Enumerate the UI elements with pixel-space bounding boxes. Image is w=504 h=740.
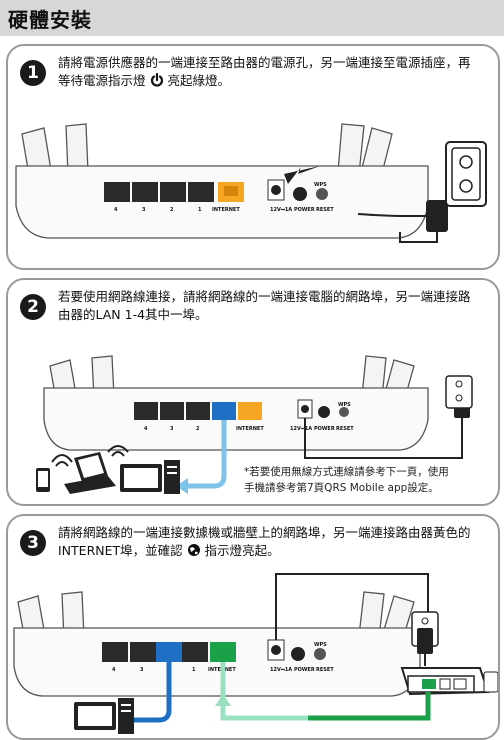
power-adapter [426,200,448,232]
step-1-card: 1 請將電源供應器的一端連接至路由器的電源孔，另一端連接至電源插座，再等待電源指… [6,44,500,270]
svg-text:4: 4 [112,667,116,673]
svg-text:2: 2 [196,426,200,432]
svg-text:3: 3 [170,426,174,432]
step-2-note-line1: *若要使用無線方式連線請參考下一頁，使用 [244,466,449,478]
svg-text:POWER: POWER [314,426,335,432]
page-title: 硬體安裝 [8,8,92,32]
step-1-text-b: 亮起綠燈。 [167,73,230,88]
laptop-icon [64,452,116,494]
port-label-4: 4 [114,207,118,213]
step-3-instruction: 請將網路線的一端連接數據機或牆壁上的網路埠，另一端連接路由器黃色的INTERNE… [58,524,478,560]
phone-icon [36,468,50,492]
svg-text:WPS: WPS [338,402,351,408]
power-label: POWER [294,207,315,213]
step-2-note: *若要使用無線方式連線請參考下一頁，使用 手機請參考第7頁QRS Mobile … [244,464,449,496]
plug-arrow [284,166,320,184]
svg-text:4: 4 [144,426,148,432]
svg-text:3: 3 [140,667,144,673]
lan-cable [184,420,227,489]
power-icon [150,73,163,87]
step-1-badge: 1 [20,60,46,86]
wall-outlet [445,375,473,409]
wifi-icon [51,454,73,467]
desktop-icon [120,460,180,494]
router-diagram-3: 4 3 2 1 INTERNET 12V⎓1A POWER RESET WPS [13,573,498,734]
step-1-text-a: 請將電源供應器的一端連接至路由器的電源孔，另一端連接至電源插座，再等待電源指示燈 [58,55,471,88]
page-header: 硬體安裝 [0,0,504,36]
port-label-2: 2 [170,207,174,213]
router-diagram-1: 4 3 2 1 INTERNET 12V⎓1A POWER RESET WPS [15,123,487,243]
power-spec-label: 12V⎓1A [270,207,292,213]
step-2-card: 2 若要使用網路線連接，請將網路線的一端連接電腦的網路埠，另一端連接路由器的LA… [6,278,500,506]
step-3-card: 3 請將網路線的一端連接數據機或牆壁上的網路埠，另一端連接路由器黃色的INTER… [6,514,500,740]
step-1-instruction: 請將電源供應器的一端連接至路由器的電源孔，另一端連接至電源插座，再等待電源指示燈… [58,54,478,90]
step-3-text-b: 指示燈亮起。 [204,543,280,558]
svg-text:12V⎓1A: 12V⎓1A [270,667,292,673]
step-3-text-a: 請將網路線的一端連接數據機或牆壁上的網路埠，另一端連接路由器黃色的INTERNE… [58,525,471,558]
step-3-badge: 3 [20,530,46,556]
svg-text:1: 1 [192,667,196,673]
svg-text:POWER: POWER [294,667,315,673]
lan-port-3 [156,642,182,662]
internet-port [210,642,236,662]
wps-button [316,188,328,200]
lan-port-1 [212,402,236,420]
svg-text:12V⎓1A: 12V⎓1A [290,426,312,432]
port-label-3: 3 [142,207,146,213]
step-2-note-line2: 手機請參考第7頁QRS Mobile app設定。 [244,482,439,494]
internet-label: INTERNET [212,207,240,213]
reset-label: RESET [316,207,334,213]
internet-globe-icon [187,544,200,556]
router-diagram-2: 4 3 2 INTERNET 12V⎓1A POWER RESET WPS [36,355,473,494]
step-2-instruction: 若要使用網路線連接，請將網路線的一端連接電腦的網路埠，另一端連接路由器的LAN … [58,289,471,322]
svg-text:RESET: RESET [336,426,354,432]
port-label-1: 1 [198,207,202,213]
lan-cable [126,662,172,723]
svg-text:RESET: RESET [316,667,334,673]
step-2-badge: 2 [20,294,46,320]
svg-text:INTERNET: INTERNET [236,426,264,432]
desktop-icon [74,698,134,734]
wps-label: WPS [314,182,327,188]
power-button [293,187,307,201]
svg-text:WPS: WPS [314,642,327,648]
internet-port [238,402,262,420]
